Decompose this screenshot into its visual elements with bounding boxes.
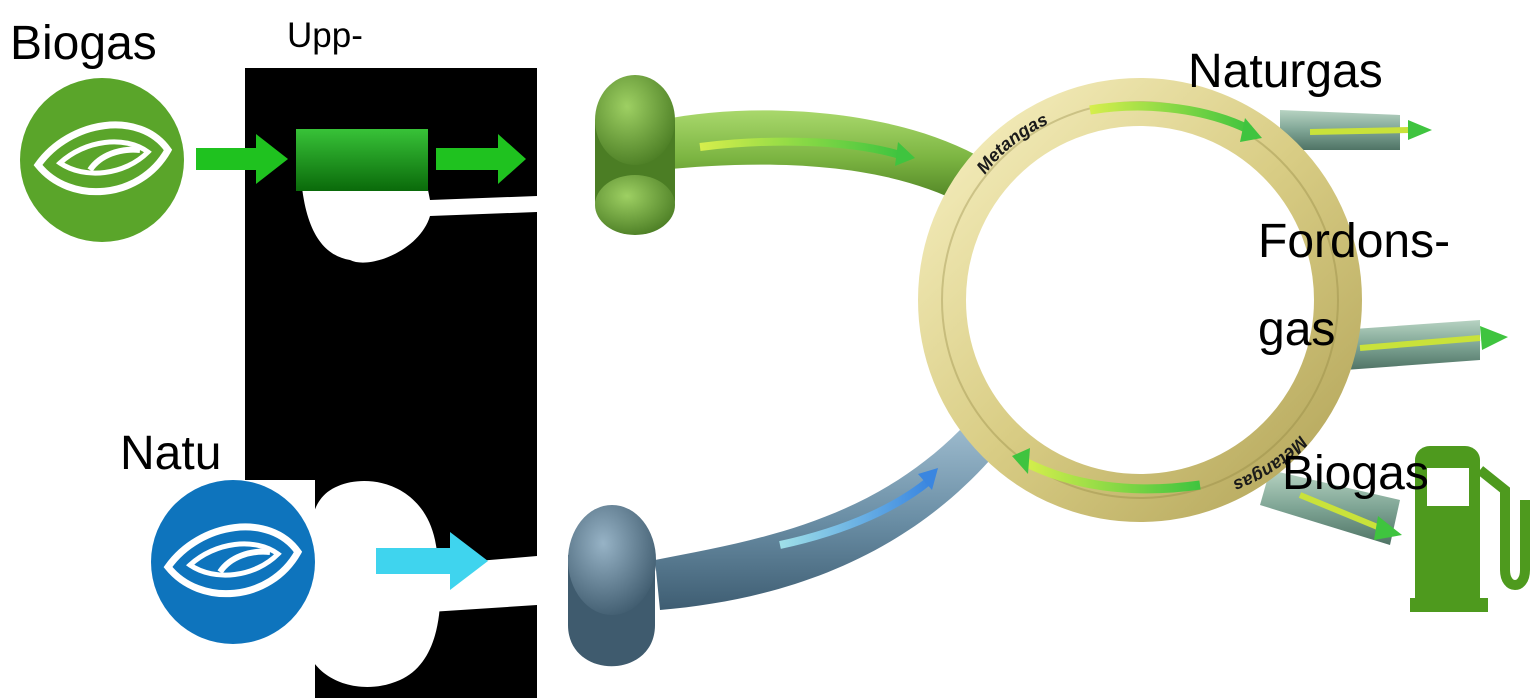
label-biogas-output: Biogas — [1282, 450, 1429, 498]
label-upgrading-line1: Upp- — [287, 18, 363, 53]
blue-source-tank — [568, 505, 656, 666]
output-pipe-naturgas — [1280, 110, 1432, 150]
label-fordonsgas-line1: Fordons- — [1258, 218, 1450, 266]
label-naturgas-output: Naturgas — [1188, 48, 1383, 96]
green-pipe — [660, 110, 985, 205]
label-natural-source: Natu — [120, 430, 221, 478]
leaf-icon-blue — [151, 480, 315, 644]
blue-pipe — [655, 430, 990, 610]
leaf-icon-green — [20, 78, 184, 242]
natural-blob — [303, 481, 440, 687]
label-biogas-source: Biogas — [10, 20, 157, 68]
upgrading-box — [296, 129, 428, 191]
green-source-tank — [595, 75, 675, 235]
label-fordonsgas-line2: gas — [1258, 306, 1335, 354]
output-pipe-fordonsgas — [1340, 320, 1508, 370]
